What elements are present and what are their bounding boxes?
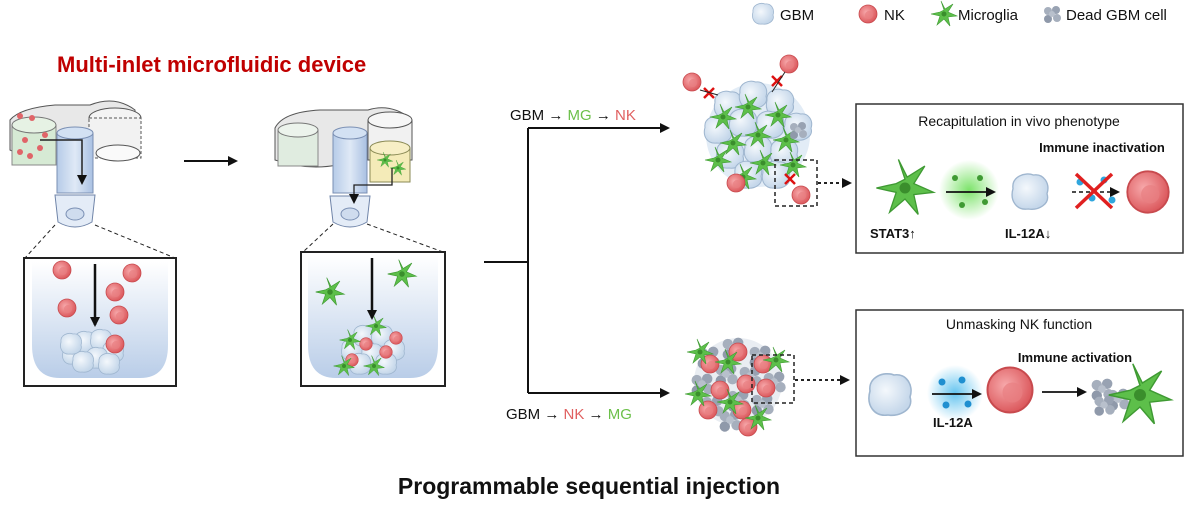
panel-bottom-title: Unmasking NK function <box>946 316 1092 332</box>
device-left <box>9 100 176 259</box>
gbm-cell-icon <box>1011 173 1049 210</box>
panel-top: Recapitulation in vivo phenotype STAT3↑ … <box>855 103 1184 254</box>
spheroid-top <box>703 80 813 193</box>
legend-nk-icon <box>858 4 878 24</box>
zoom-box-top <box>774 159 818 207</box>
legend-dead-gbm-label: Dead GBM cell <box>1066 7 1167 24</box>
stat3-label: STAT3↑ <box>870 226 916 241</box>
branch-connector <box>484 123 670 398</box>
il12a-label: IL-12A <box>933 415 973 430</box>
immune-inactivation-label: Immune inactivation <box>1039 140 1165 155</box>
legend-microglia-icon <box>930 0 958 27</box>
panel-top-title: Recapitulation in vivo phenotype <box>918 113 1120 129</box>
panel-bottom: Unmasking NK function IL-12A Immune acti… <box>855 309 1184 457</box>
nk-cell-large-icon <box>1126 170 1170 214</box>
legend-gbm-label: GBM <box>780 7 814 24</box>
immune-inactivation-text: Immune inactivation <box>1039 140 1165 155</box>
green-secretion-glow-icon <box>939 160 999 220</box>
device-middle <box>274 107 444 253</box>
nk-blocked-top <box>682 54 811 205</box>
legend-gbm-icon <box>752 2 774 25</box>
legend: GBM NK Microglia Dead GBM cell <box>752 0 1167 27</box>
legend-microglia-label: Microglia <box>958 7 1019 24</box>
inset-middle <box>300 251 446 387</box>
legend-dead-gbm-icon <box>1044 6 1061 23</box>
legend-nk-label: NK <box>884 7 905 24</box>
bottom-title: Programmable sequential injection <box>398 473 780 499</box>
nk-cell-activated-icon <box>986 366 1034 414</box>
blocked-cytokine-icon <box>1072 172 1120 210</box>
inset-left <box>23 257 177 387</box>
device-title: Multi-inlet microfluidic device <box>57 52 366 77</box>
blue-secretion-glow-icon <box>927 365 983 421</box>
sequence-bottom-label: GBM → NK → MG <box>506 406 632 423</box>
zoom-box-bottom <box>751 354 795 404</box>
spheroid-bottom <box>684 337 790 437</box>
sequence-top-label: GBM → MG → NK <box>510 107 636 124</box>
il12a-down-label: IL-12A↓ <box>1005 226 1051 241</box>
immune-activation-label: Immune activation <box>1018 350 1132 365</box>
gbm-cell-icon-bottom <box>868 372 912 417</box>
